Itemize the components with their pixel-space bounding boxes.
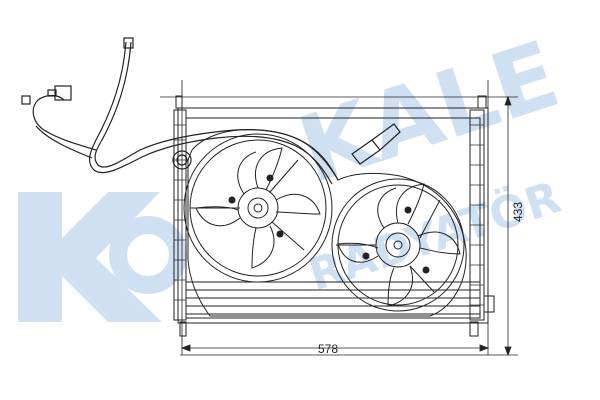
bottom-right-mount [469, 321, 479, 337]
radiator-core [173, 95, 495, 337]
right-fan-shroud-ring [331, 178, 465, 312]
fan-shroud [187, 129, 467, 317]
hose-top-cap [123, 37, 134, 49]
watermark-brand: KALE [287, 21, 571, 204]
right-fan [331, 178, 465, 312]
left-fan [183, 133, 333, 283]
watermark-circle [109, 216, 187, 294]
left-fan-shroud-ring [183, 133, 333, 283]
height-dimension-label: 433 [511, 202, 525, 222]
top-right-mount [477, 95, 487, 109]
right-tank [469, 109, 485, 321]
hose-clamp [172, 150, 192, 170]
left-tank [173, 109, 187, 321]
watermark-k-mark [18, 192, 162, 322]
hose-lower [88, 41, 333, 185]
wire-loop [32, 94, 97, 151]
bottom-left-mount [179, 321, 187, 337]
harness-connector [54, 85, 72, 101]
width-dimension-label: 578 [318, 342, 338, 356]
top-left-mount [175, 95, 183, 109]
right-bracket [484, 295, 495, 313]
fan-connector-plug [351, 123, 401, 165]
